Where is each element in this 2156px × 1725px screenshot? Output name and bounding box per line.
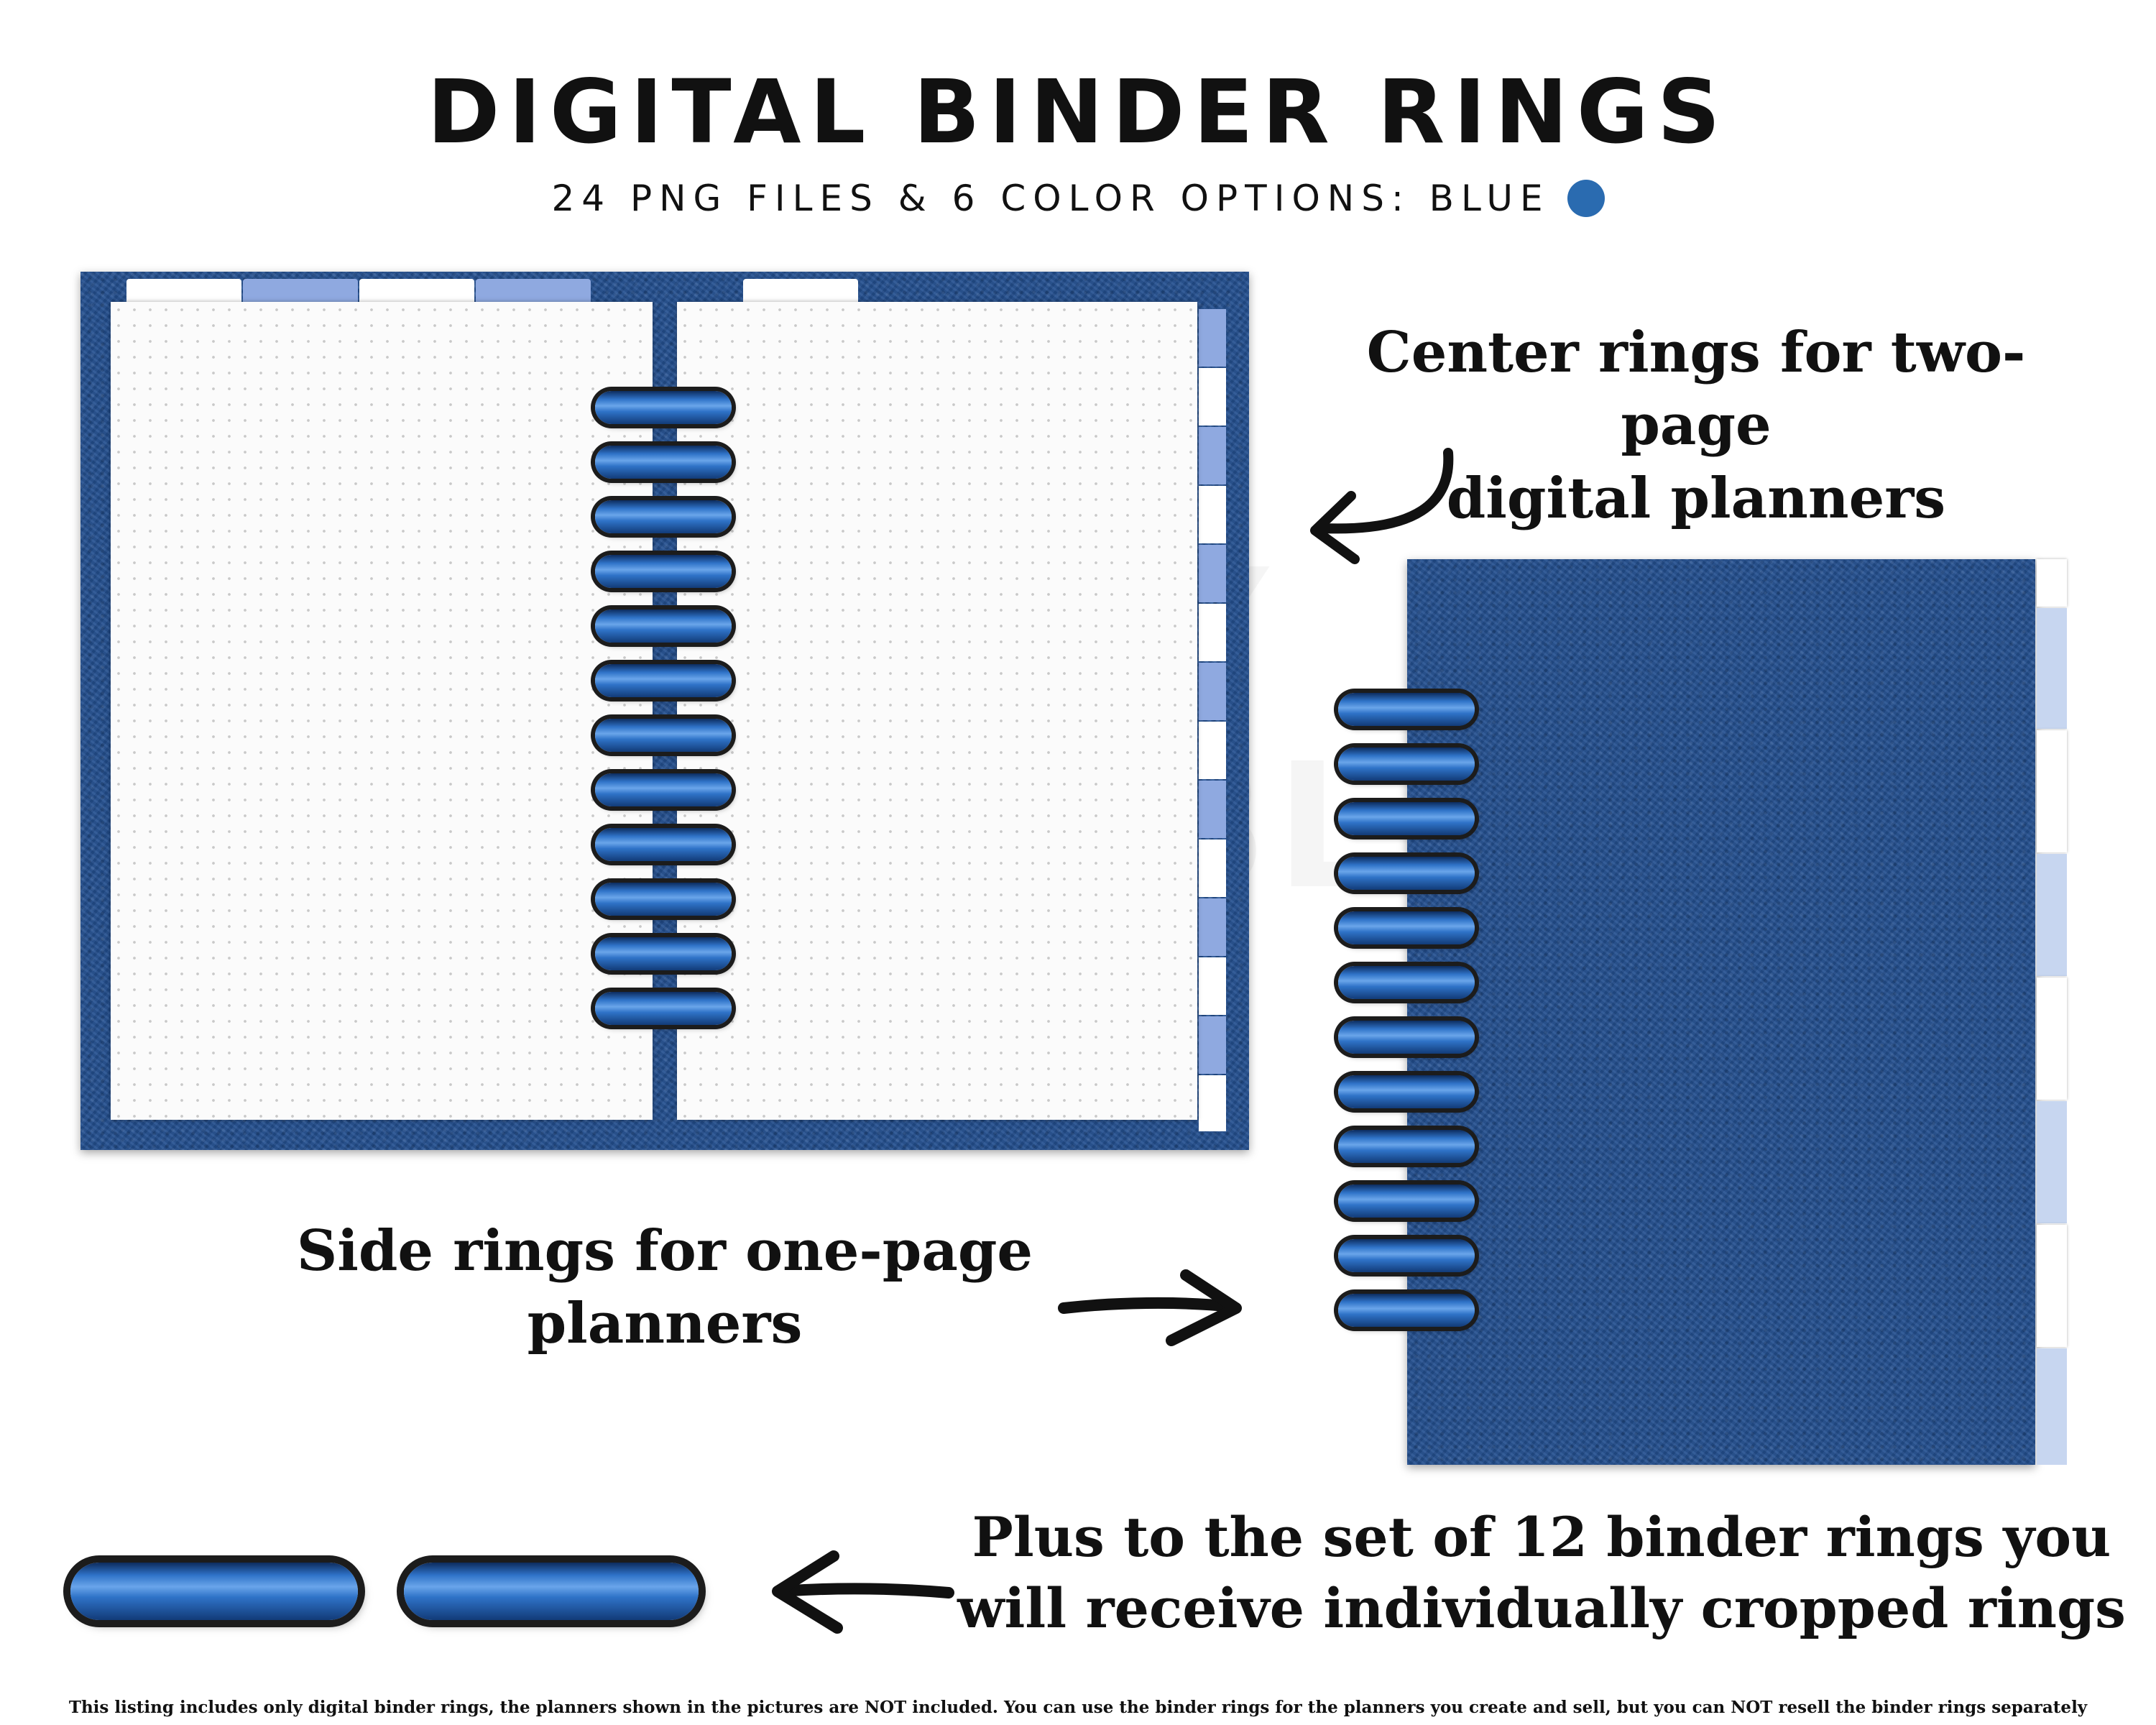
one-page-tab-4 [2037, 854, 2067, 976]
curved-arrow-left-icon [1310, 448, 1454, 564]
footer-disclaimer: This listing includes only digital binde… [68, 1698, 2088, 1717]
side-tab-9 [1199, 781, 1226, 838]
arrow-left-icon [772, 1550, 954, 1634]
one-page-tab-7 [2037, 1225, 2067, 1347]
center-rings-caption: Center rings for two-page digital planne… [1301, 316, 2091, 535]
side-tab-8 [1199, 722, 1226, 779]
side-ring-8 [1338, 1075, 1475, 1108]
arrow-right-icon [1058, 1269, 1242, 1346]
side-ring-3 [1338, 802, 1475, 835]
side-tab-4 [1199, 486, 1226, 543]
center-ring-12 [595, 992, 732, 1025]
side-tab-1 [1199, 309, 1226, 367]
side-tab-7 [1199, 663, 1226, 720]
side-tab-12 [1199, 957, 1226, 1015]
center-ring-2 [595, 446, 732, 479]
cropped-rings-caption: Plus to the set of 12 binder rings you w… [949, 1502, 2134, 1644]
blue-color-swatch [1567, 180, 1605, 217]
side-tab-11 [1199, 898, 1226, 956]
center-ring-10 [595, 883, 732, 916]
center-rings-caption-line1: Center rings for two-page [1366, 320, 2026, 459]
side-ring-9 [1338, 1130, 1475, 1163]
side-tab-2 [1199, 368, 1226, 426]
center-ring-1 [595, 391, 732, 424]
center-ring-6 [595, 664, 732, 697]
side-ring-6 [1338, 966, 1475, 999]
side-rings-caption-line1: Side rings for one-page [296, 1218, 1033, 1284]
side-tab-13 [1199, 1016, 1226, 1074]
center-ring-9 [595, 828, 732, 861]
one-page-tab-1 [2037, 559, 2067, 607]
center-rings-caption-line2: digital planners [1446, 465, 1946, 531]
right-dot-grid-page [677, 302, 1197, 1120]
one-page-tab-6 [2037, 1101, 2067, 1223]
side-ring-2 [1338, 748, 1475, 781]
one-page-tab-8 [2037, 1348, 2067, 1465]
left-dot-grid-page [111, 302, 653, 1120]
page-title: DIGITAL BINDER RINGS [427, 61, 1729, 163]
side-rings-caption: Side rings for one-page planners [287, 1215, 1042, 1361]
page-subtitle: 24 PNG FILES & 6 COLOR OPTIONS: BLUE [0, 180, 2156, 217]
cropped-rings-caption-line1: Plus to the set of 12 binder rings you [972, 1505, 2111, 1569]
side-tab-6 [1199, 604, 1226, 661]
center-ring-7 [595, 719, 732, 752]
cropped-rings-caption-line2: will receive individually cropped rings [957, 1576, 2126, 1640]
side-ring-7 [1338, 1021, 1475, 1054]
one-page-planner-cover [1407, 559, 2035, 1465]
center-ring-8 [595, 773, 732, 806]
one-page-tab-5 [2037, 978, 2067, 1100]
side-ring-12 [1338, 1294, 1475, 1327]
center-ring-11 [595, 937, 732, 970]
one-page-tab-3 [2037, 730, 2067, 852]
one-page-tab-2 [2037, 608, 2067, 729]
side-ring-5 [1338, 911, 1475, 944]
center-ring-4 [595, 555, 732, 588]
side-ring-11 [1338, 1239, 1475, 1272]
side-tab-14 [1199, 1075, 1226, 1131]
subtitle-text: 24 PNG FILES & 6 COLOR OPTIONS: BLUE [551, 178, 1550, 219]
two-page-planner-cover [80, 272, 1249, 1150]
center-ring-5 [595, 610, 732, 643]
side-rings-caption-line2: planners [527, 1291, 803, 1357]
cropped-ring-1 [70, 1563, 358, 1620]
side-tab-5 [1199, 545, 1226, 602]
center-ring-3 [595, 500, 732, 533]
side-tab-10 [1199, 840, 1226, 897]
side-tab-3 [1199, 427, 1226, 484]
side-ring-1 [1338, 693, 1475, 726]
cropped-ring-2 [404, 1563, 699, 1620]
side-ring-10 [1338, 1184, 1475, 1218]
side-ring-4 [1338, 857, 1475, 890]
